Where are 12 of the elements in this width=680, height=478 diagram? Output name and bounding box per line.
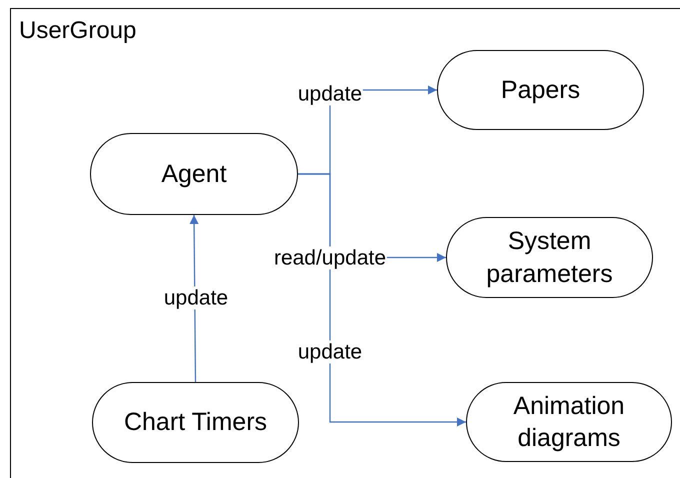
connector-arrow <box>298 173 466 426</box>
node-label: System parameters <box>485 226 614 290</box>
node-label: Agent <box>161 158 227 190</box>
edge-label: update <box>162 286 230 310</box>
node-label: Chart Timers <box>124 407 268 438</box>
node-label: Animation diagrams <box>512 390 626 454</box>
edge-label: update <box>296 340 364 364</box>
edge-label: update <box>296 82 364 106</box>
group-frame <box>10 8 680 478</box>
group-title: UserGroup <box>19 17 136 45</box>
edge-label: read/update <box>272 246 388 270</box>
node-label: Papers <box>500 74 580 106</box>
